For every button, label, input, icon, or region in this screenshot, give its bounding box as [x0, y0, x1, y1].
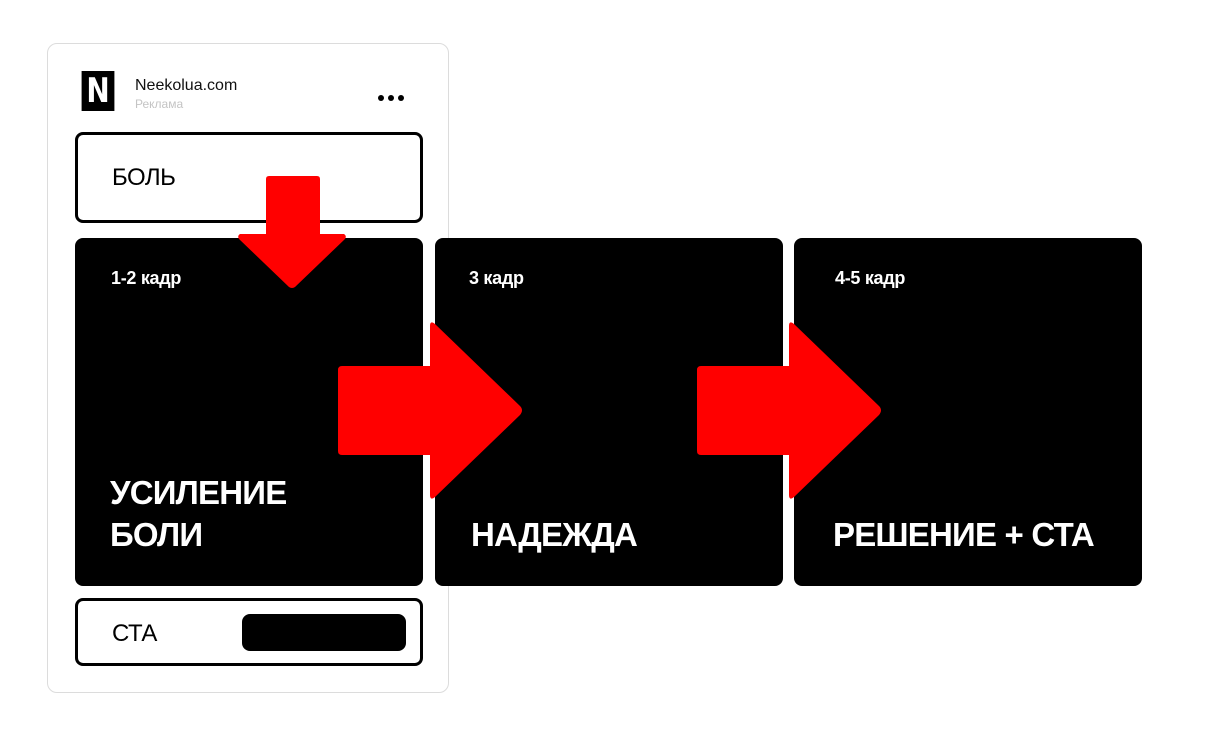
frame-2-label: 3 кадр — [469, 268, 524, 288]
frame-3-label: 4-5 кадр — [835, 268, 906, 288]
frame-1-title-line-1: УСИЛЕНИЕ — [110, 474, 287, 511]
dot-icon — [388, 95, 394, 101]
down-arrow-icon — [238, 176, 346, 288]
cta-button[interactable] — [242, 614, 406, 651]
frame-1-title: УСИЛЕНИЕ БОЛИ — [110, 472, 400, 556]
right-arrow-icon — [697, 322, 881, 499]
sponsored-label: Реклама — [135, 97, 184, 111]
frame-3-title: РЕШЕНИЕ + СТА — [833, 516, 1095, 553]
dot-icon — [378, 95, 384, 101]
dot-icon — [398, 95, 404, 101]
frame-1-label: 1-2 кадр — [111, 268, 182, 288]
brand-logo: N — [81, 71, 115, 111]
pain-label: БОЛЬ — [112, 164, 176, 191]
frame-1-title-line-2: БОЛИ — [110, 516, 203, 553]
frame-2-title: НАДЕЖДА — [471, 516, 638, 553]
right-arrow-icon — [338, 322, 522, 499]
cta-label: СТА — [112, 620, 157, 647]
brand-name[interactable]: Neekolua.com — [135, 77, 238, 94]
pain-box — [75, 132, 423, 223]
more-options-icon[interactable] — [378, 94, 404, 102]
